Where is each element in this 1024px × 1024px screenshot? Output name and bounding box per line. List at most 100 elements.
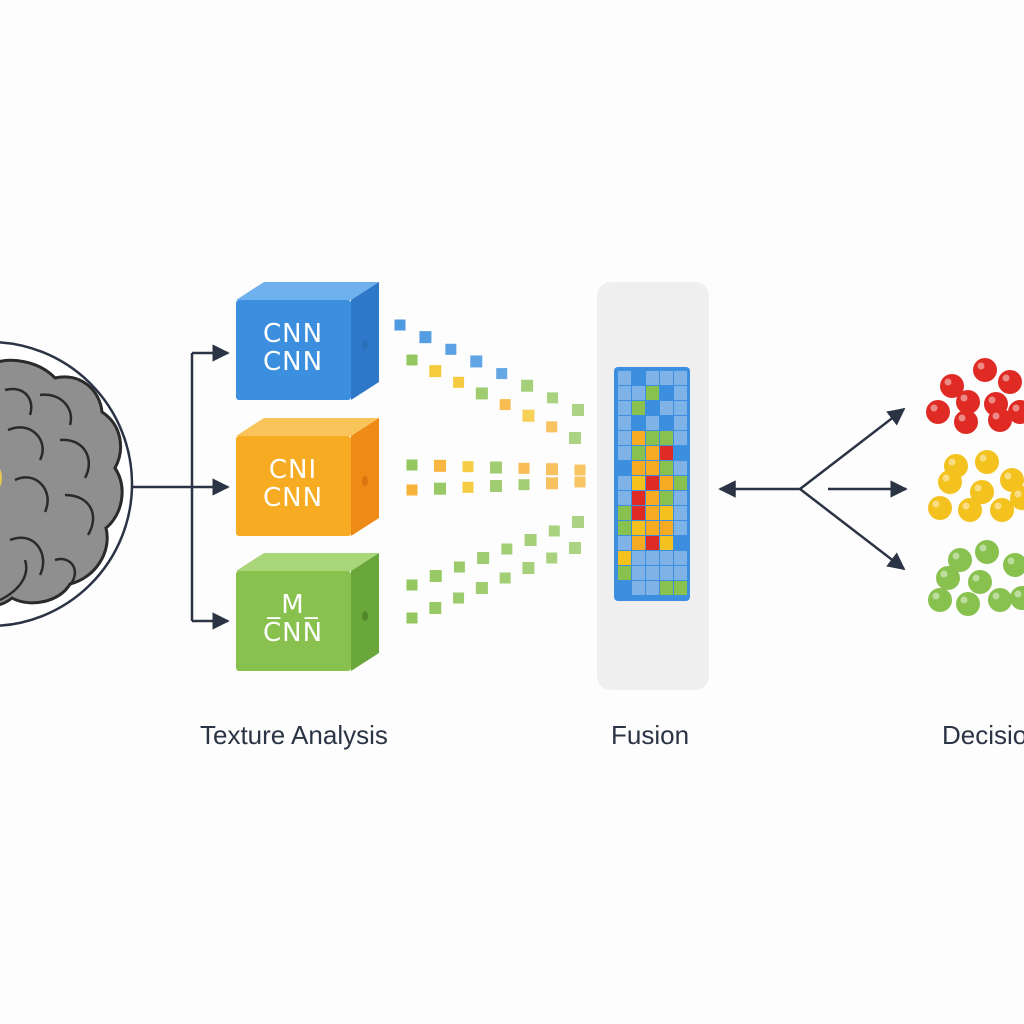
fusion-cell — [660, 581, 673, 595]
fusion-panel — [597, 282, 709, 690]
feature-square — [574, 464, 586, 476]
decision-dot — [928, 496, 952, 520]
cnn-block-top — [236, 418, 379, 436]
fusion-cell — [646, 491, 659, 505]
fusion-cell — [618, 506, 631, 520]
feature-square — [462, 481, 474, 493]
fusion-cell — [632, 386, 645, 400]
decision-dot — [926, 400, 950, 424]
decision-dot-shine — [944, 378, 952, 386]
feature-square — [572, 516, 584, 528]
feature-square — [524, 534, 537, 546]
feature-square — [406, 354, 418, 366]
fusion-cell — [618, 461, 631, 475]
fusion-cell — [632, 506, 645, 520]
fusion-cell — [618, 566, 631, 580]
fusion-cell — [618, 536, 631, 550]
feature-square — [569, 542, 581, 554]
fusion-cell — [646, 476, 659, 490]
fusion-cell — [646, 416, 659, 430]
cnn-block-dot — [362, 611, 368, 621]
fusion-cell — [660, 446, 673, 460]
decision-dot — [1000, 468, 1024, 492]
fusion-cell — [632, 491, 645, 505]
decision-dot — [1003, 553, 1024, 577]
cnn-block-top — [236, 553, 379, 571]
decision-dot — [928, 588, 952, 612]
feature-square — [569, 432, 581, 444]
fusion-cell — [674, 581, 687, 595]
decision-dot — [958, 498, 982, 522]
cnn-block-green: _M_CNN — [236, 553, 379, 671]
decision-connectors — [718, 407, 908, 571]
fusion-cell — [646, 551, 659, 565]
fusion-cell — [632, 461, 645, 475]
fusion-cell — [674, 491, 687, 505]
decision-dot — [1010, 486, 1024, 510]
feature-square — [406, 484, 418, 496]
brain-fold-lines — [0, 387, 95, 602]
fusion-cell — [674, 416, 687, 430]
fusion-cell — [646, 461, 659, 475]
decision-dot-shine — [940, 570, 948, 578]
fusion-cell — [632, 431, 645, 445]
decision-dot-shine — [1014, 490, 1022, 498]
decision-dot-shine — [988, 396, 996, 404]
stage-label-texture-analysis: Texture Analysis — [200, 720, 388, 750]
feature-square — [546, 421, 558, 433]
fusion-cell — [632, 566, 645, 580]
cnn-label-line2: CNN — [263, 618, 323, 648]
feature-square — [445, 343, 457, 355]
cnn-label-line2: CNN — [263, 347, 323, 377]
feature-square — [406, 459, 418, 471]
fusion-cell — [618, 371, 631, 385]
decision-dot-shine — [974, 484, 982, 492]
decision-dot — [988, 408, 1012, 432]
decision-dot-shine — [994, 502, 1002, 510]
decision-dot-shine — [992, 412, 1000, 420]
decision-dot — [990, 498, 1014, 522]
feature-square — [453, 561, 465, 573]
fusion-cell — [660, 371, 673, 385]
fusion-cell — [674, 566, 687, 580]
fusion-cell — [674, 431, 687, 445]
yellow-cluster — [928, 450, 1024, 522]
decision-dot — [970, 480, 994, 504]
fusion-cell — [660, 566, 673, 580]
cnn-block-top — [236, 282, 379, 300]
feature-square — [429, 365, 442, 378]
fusion-cell — [646, 506, 659, 520]
decision-dot-shine — [1004, 472, 1012, 480]
feature-square — [434, 459, 446, 472]
fusion-cell — [632, 476, 645, 490]
decision-dot-shine — [1014, 590, 1022, 598]
fusion-cell — [674, 536, 687, 550]
feature-square — [477, 552, 490, 564]
fusion-cell — [660, 536, 673, 550]
feature-square — [475, 582, 488, 594]
fusion-cell — [660, 416, 673, 430]
fusion-cell — [646, 386, 659, 400]
fusion-cell — [660, 461, 673, 475]
feature-square — [546, 477, 558, 490]
decision-dot — [956, 390, 980, 414]
decision-dot-shine — [952, 552, 960, 560]
fusion-cell — [674, 521, 687, 535]
decision-dot-shine — [932, 500, 940, 508]
red-cluster — [926, 358, 1024, 434]
fusion-cell — [646, 371, 659, 385]
decision-dot-shine — [979, 544, 987, 552]
decision-dot — [1010, 586, 1024, 610]
decision-dot — [954, 410, 978, 434]
feature-square — [429, 570, 442, 582]
fusion-cell — [632, 521, 645, 535]
decision-dot — [975, 540, 999, 564]
stage-label-decision: Decisio — [942, 720, 1024, 750]
decision-dot — [940, 374, 964, 398]
feature-square — [419, 331, 432, 344]
feature-square — [394, 319, 406, 331]
cnn-label-line1: CNN — [263, 319, 323, 349]
brain-icon — [0, 358, 124, 606]
decision-dot — [988, 588, 1012, 612]
